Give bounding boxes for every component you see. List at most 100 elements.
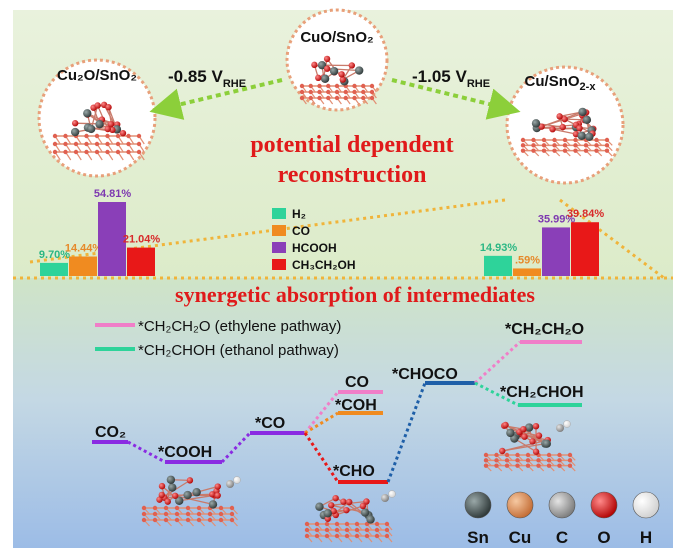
mol-right-slab-atom [520,143,526,148]
mol-b3-slab-atom [536,458,541,463]
mol-right-slab-atom [604,143,610,148]
arrow-to-left [149,78,283,120]
mol-b1-slab-atom [196,511,202,517]
mol-b3-slab-atom [557,452,562,458]
energy-levels [92,340,582,484]
mol-b3-slab-atom [557,458,562,463]
mol-left-slab-atom [126,141,131,147]
arrow-to-right [391,78,521,120]
mol-left-atom [71,120,79,127]
mol-b2-slab-atom [344,533,350,539]
mol-b2-slab-atom [324,527,330,533]
mol-b2-slab-atom [384,521,390,527]
cooh-adsorption-structure [141,475,241,527]
mol-b1-slab-atom [163,505,169,511]
label-co: CO [345,374,369,391]
element-label-c: C [556,528,568,547]
mol-left-atom [70,127,80,137]
mol-b3-atom [506,428,515,438]
mol-b2-slab-atom [304,527,310,533]
mol-center-slab-atom [299,83,305,89]
mol-left-slab-atom [105,133,110,139]
mol-b2-adsorbate-c [381,494,389,502]
mol-b1-bond [175,495,214,506]
mol-center-atom [315,74,322,82]
mol-left-slab-atom [94,149,100,155]
mol-center-slab-atom [361,95,366,101]
mol-b2-slab-atom [354,533,360,539]
mol-left-slab-atom [52,149,58,155]
mol-right-atom [556,113,563,120]
mol-left-atom [107,120,115,128]
element-ball-o [590,491,618,519]
mol-left-slab-atom [84,141,89,147]
mol-center-atom [317,60,327,70]
mol-b3-slab-atom [525,452,531,458]
left-potential-value: -0.85 V [168,67,223,86]
mol-right-atom [585,132,594,141]
mol-right-atom [582,115,592,125]
element-ball-cu [506,491,534,519]
mol-left-slab-atom [94,141,100,147]
headline-line-2: reconstruction [278,162,427,188]
mol-b2-bond [327,501,350,520]
mol-right-slab-atom [573,148,578,153]
mol-b3-slab-atom [567,452,573,458]
mol-b3-slab-atom [515,452,520,458]
bars-right-bar-0 [484,255,512,276]
bars-left-label-2: 54.81% [94,188,132,200]
mol-center-slab-atom [334,89,340,95]
mol-center-atom [338,71,345,78]
mol-b3-slab-atom [494,458,499,463]
mol-b1-atom [183,490,192,500]
mol-center-atom [354,66,364,75]
mol-b2-atom [330,507,337,515]
bar-group-left: 9.70%14.44%54.81%21.04% [39,188,160,276]
right-structure-label-sub: 2-x [580,81,597,93]
mol-b2-slab-atom [304,521,310,527]
label-co2: CO₂ [95,424,126,441]
mol-left-slab-atom [136,133,142,139]
label-cooh: *COOH [158,444,212,461]
mol-right-slab-atom [562,148,568,153]
element-label-sn: Sn [467,528,489,547]
bars-left-bar-2 [98,202,126,276]
connector-choco-ch2choh [474,381,519,407]
bars-left-label-3: 21.04% [123,234,161,246]
mol-right-slab-atom [583,143,589,148]
mol-b2-slab-atom [304,533,310,539]
connector-co-co [303,391,340,434]
mol-b3-slab-atom [567,463,573,468]
mol-b2-slab-atom [384,527,390,533]
bars-right-bar-1 [513,268,541,276]
mol-b3-slab-atom [515,463,520,468]
mol-b1-slab-atom [207,511,213,517]
mol-b3-atom [529,438,536,445]
mol-b2-slab-atom [354,521,360,527]
mol-b3-slab-atom [515,458,520,463]
bottom-headline: synergetic absorption of intermediates [175,282,535,307]
mol-center-slab-atom [308,89,313,95]
mol-left-slab-atom [52,141,58,147]
mol-right-slab-atom [552,148,557,153]
label-ch2ch2o: *CH₂CH₂O [505,321,584,338]
mol-center-slab-atom [326,83,331,89]
mol-center-atom [320,74,330,83]
mol-right-slab-atom [562,137,568,143]
mol-b1-slab-atom [218,517,224,523]
mol-right-atom [561,115,568,123]
mol-left-slab-atom [52,133,58,139]
mol-b2-slab-atom [374,521,380,527]
cu2o-sno2-structure [52,101,145,161]
mol-center-slab-atom [308,83,313,89]
legend-swatch-2 [272,242,286,253]
mol-center-slab-atom [326,89,331,95]
mol-left-slab-atom [84,149,89,155]
headline-line-1: potential dependent [250,132,453,158]
bars-right-label-0: 14.93% [480,242,518,254]
mol-b2-slab-atom [374,533,380,539]
mol-b3-atom [535,432,543,439]
mol-center-atom [329,66,339,76]
